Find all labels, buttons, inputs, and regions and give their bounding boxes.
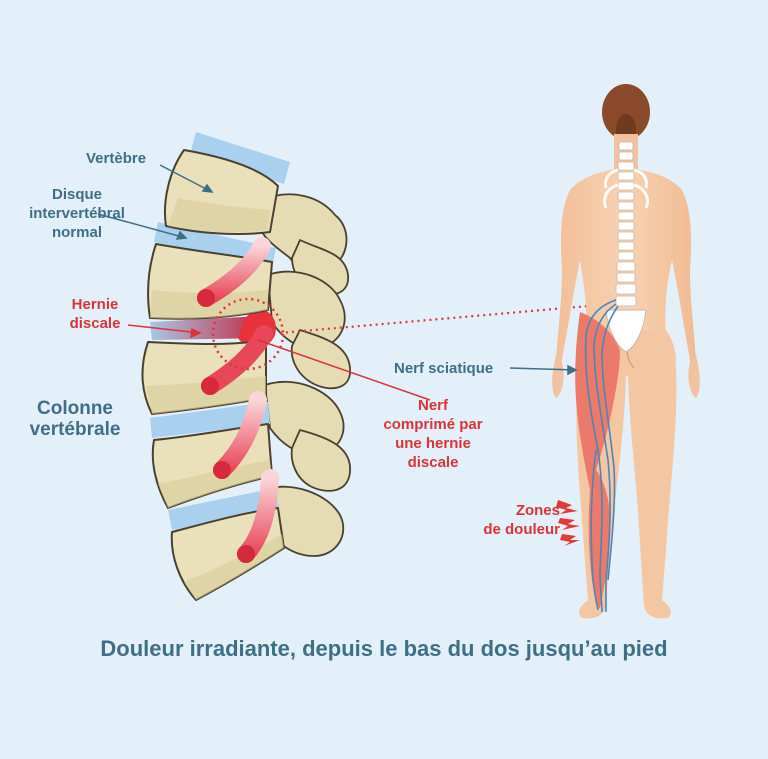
sciatic-nerve-lines <box>584 299 619 613</box>
human-body <box>552 84 700 619</box>
caption: Douleur irradiante, depuis le bas du dos… <box>100 636 668 661</box>
nerve-root-ends <box>197 289 255 563</box>
label-nerf-sciatique: Nerf sciatique <box>394 360 494 377</box>
label-zones-douleur: Zones de douleur <box>483 502 560 538</box>
spine-column <box>615 141 637 307</box>
label-vertebre: Vertèbre <box>86 150 147 167</box>
pain-zone-calf <box>588 470 610 609</box>
label-disque: Disque intervertébral normal <box>29 186 125 241</box>
hernia-leader-lines <box>127 324 431 401</box>
spine-leader-lines <box>97 164 214 240</box>
label-colonne-vertebrale: Colonne vertébrale <box>29 398 121 440</box>
label-nerf-comprime: Nerf comprimé par une hernie discale <box>383 397 483 471</box>
sacrum <box>605 309 647 353</box>
pain-bolt-icon <box>556 500 580 546</box>
hair <box>602 84 650 140</box>
lumbar-spine <box>141 132 351 601</box>
vertebral-processes <box>261 193 351 557</box>
vertebra-shading <box>146 198 284 600</box>
sciatic-leader-line <box>509 364 578 376</box>
label-hernie-discale: Hernie discale <box>69 296 121 332</box>
hernia-highlight-circle <box>211 297 285 371</box>
